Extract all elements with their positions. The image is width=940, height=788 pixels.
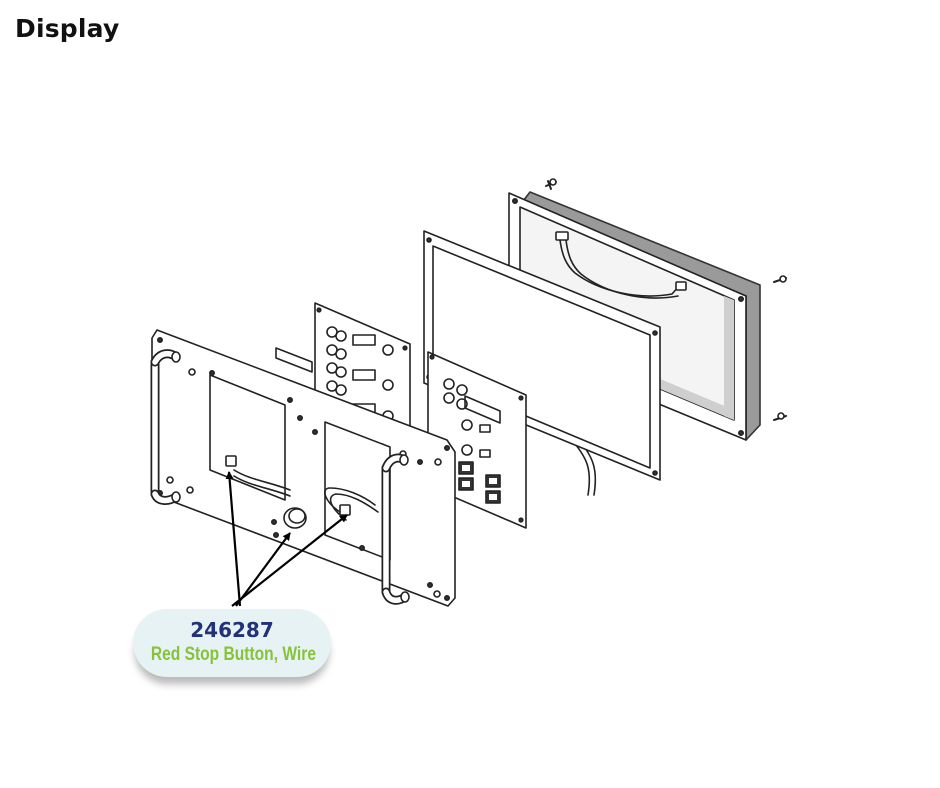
leader-arrow-stop-button <box>235 532 291 607</box>
screw-right-upper <box>773 275 787 283</box>
gasket-frame <box>423 230 661 481</box>
left-handle <box>150 349 181 505</box>
red-stop-button <box>283 507 307 529</box>
part-name: Red Stop Button, Wire <box>150 644 316 665</box>
part-number: 246287 <box>190 618 274 642</box>
screw-top <box>545 178 557 190</box>
leader-arrow-right-wire <box>231 514 348 607</box>
leader-arrow-left-wire <box>225 471 242 607</box>
screw-right-lower <box>773 412 787 421</box>
page-title: Display <box>15 14 120 43</box>
right-handle <box>381 453 410 605</box>
part-callout[interactable]: 246287 Red Stop Button, Wire <box>133 609 331 677</box>
arrow-icon <box>225 471 348 607</box>
